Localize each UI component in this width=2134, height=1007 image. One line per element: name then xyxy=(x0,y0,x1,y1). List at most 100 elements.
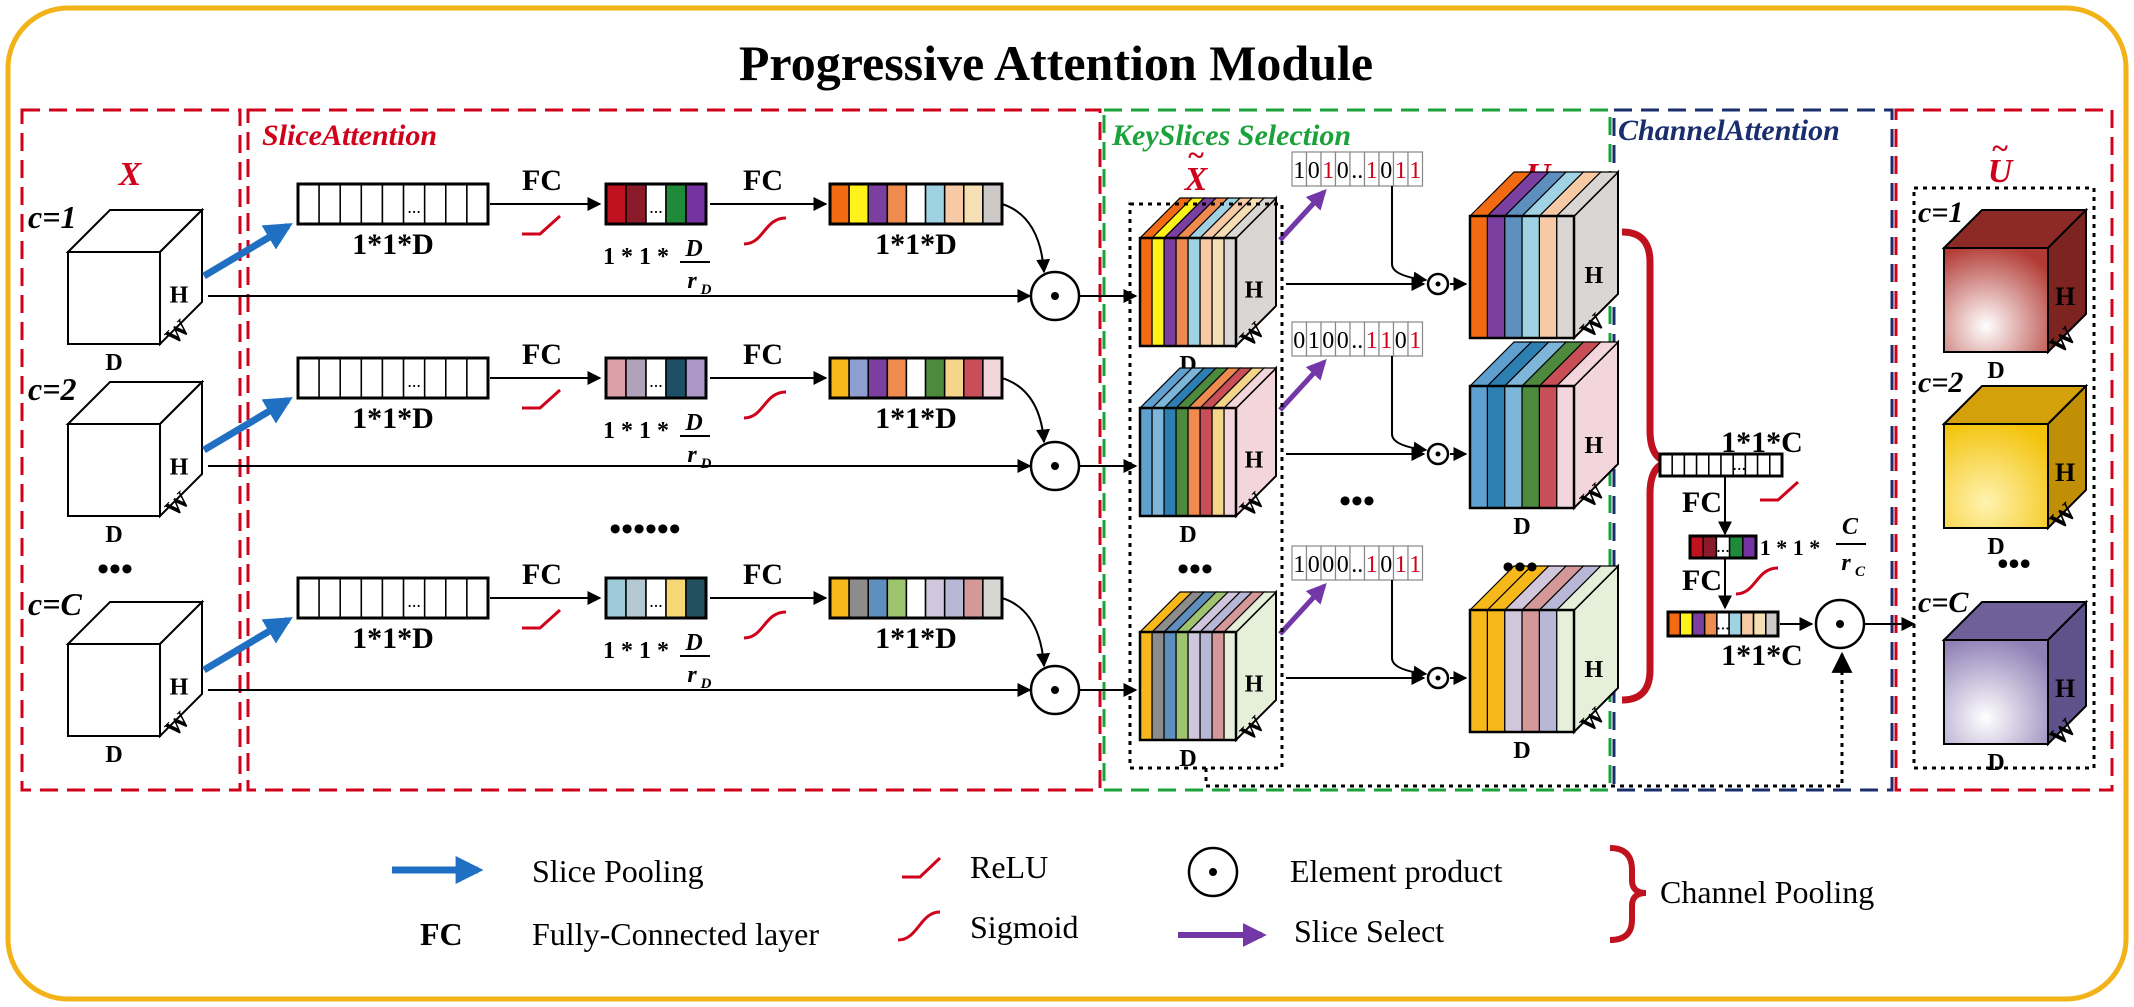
relu-icon xyxy=(522,388,562,410)
x-tilde-cube-slice xyxy=(1223,407,1237,517)
reduced-vector-frame xyxy=(604,182,708,226)
x-tilde-cube xyxy=(1138,589,1278,743)
pooled-vector-ellipsis: ... xyxy=(407,371,421,391)
reduced-vector: ... xyxy=(604,356,708,400)
pooled-vector-cell xyxy=(297,577,320,619)
c-product-dot xyxy=(1836,620,1844,628)
pooled-vector-frame xyxy=(296,576,490,620)
element-product-dot xyxy=(1051,686,1059,694)
u-cube-slice xyxy=(1521,385,1540,509)
mask-bit: 1 xyxy=(1293,552,1305,578)
c-attention-vector-cell xyxy=(1703,611,1718,637)
input-cube-2 xyxy=(65,379,205,519)
u-cube-outline xyxy=(1468,608,1576,734)
attention-vector-cell xyxy=(848,183,869,225)
legend-channel-pooling: Channel Pooling xyxy=(1660,874,1874,910)
mask-bit: 1 xyxy=(1308,328,1320,354)
reduced-vector-cell xyxy=(665,183,687,225)
c-attention-vector-cell xyxy=(1679,611,1694,637)
mask-bit: 0 xyxy=(1337,158,1349,184)
slice-select-arrow xyxy=(1278,189,1327,242)
x-tilde-cube-d: D xyxy=(1179,746,1196,772)
channel-label-1: c=1 xyxy=(28,199,76,235)
attention-vector-cell xyxy=(848,577,869,619)
u-cube-d: D xyxy=(1513,514,1530,540)
pooled-vector-cell xyxy=(381,357,405,399)
pooled-vector-label: 1*1*D xyxy=(352,228,434,261)
legend-slice-select: Slice Select xyxy=(1294,913,1444,949)
c-attention-vector-cell xyxy=(1728,611,1743,637)
legend-brace-icon xyxy=(1609,845,1647,943)
output-cube-3 xyxy=(1941,599,2089,747)
x-tilde-cube-slice xyxy=(1175,407,1189,517)
output-cube-1-d: D xyxy=(1987,358,2004,384)
reduced-prefix: 1 * 1 * xyxy=(603,418,669,444)
fc2-label: FC xyxy=(743,558,783,591)
mask-bit: 1 xyxy=(1380,328,1392,354)
fc2-label: FC xyxy=(743,164,783,197)
legend: Slice Pooling FC Fully-Connected layer R… xyxy=(392,845,1874,952)
x-tilde-cube-h: H xyxy=(1245,277,1264,303)
c-vector-cell xyxy=(1695,453,1710,477)
legend-relu: ReLU xyxy=(970,849,1048,885)
sigmoid-icon xyxy=(743,216,787,246)
reduced-vector-cell xyxy=(685,577,707,619)
rows-ellipsis: •••••• xyxy=(609,511,680,548)
pooled-vector-cell xyxy=(445,357,468,399)
outer-frame xyxy=(5,5,2129,1002)
title: Progressive Attention Module xyxy=(739,35,1373,91)
u-cube-slice xyxy=(1504,385,1523,509)
x-tilde-cube-slice xyxy=(1175,631,1189,741)
mask-bit: 0 xyxy=(1322,552,1334,578)
out-channel-label-3: c=C xyxy=(1918,586,1969,619)
pooled-vector-cell xyxy=(381,183,405,225)
output-cube-3-h: H xyxy=(2055,674,2075,703)
u-cube-slice xyxy=(1504,215,1523,339)
mask-cell xyxy=(1407,545,1424,581)
pooled-vector-cell xyxy=(466,577,489,619)
u-tilde-mark: ~ xyxy=(1992,132,2008,165)
mask-bit: 0 xyxy=(1380,158,1392,184)
channel-label-2: c=2 xyxy=(28,371,76,407)
sigmoid-icon xyxy=(743,610,787,640)
mask-bit: 0 xyxy=(1395,328,1407,354)
attention-vector-cell xyxy=(982,183,1003,225)
c-vector-cell xyxy=(1756,453,1771,477)
element-product-dot xyxy=(1051,292,1059,300)
pooled-vector: ... xyxy=(296,182,490,226)
c-fc1-label: FC xyxy=(1682,486,1722,519)
attention-vector-cell xyxy=(943,183,965,225)
pooled-vector-cell xyxy=(423,357,447,399)
x-tilde-cube-slice xyxy=(1187,631,1201,741)
u-cube-slice xyxy=(1469,609,1488,733)
input-x-label: X xyxy=(118,156,143,193)
reduced-vector-ellipsis: ... xyxy=(649,197,663,217)
fc1-label: FC xyxy=(522,338,562,371)
x-tilde-mark: ~ xyxy=(1188,139,1204,172)
pooled-vector-cell xyxy=(445,577,468,619)
input-cube-1 xyxy=(65,207,205,347)
x-tilde-cube xyxy=(1138,195,1278,349)
reduced-num: D xyxy=(684,410,702,436)
mask-bit: 0 xyxy=(1337,328,1349,354)
mask-bit: 1 xyxy=(1293,158,1305,184)
pooled-vector-cell xyxy=(360,357,384,399)
attention-vector xyxy=(828,356,1004,400)
output-cube-1 xyxy=(1941,207,2089,355)
u-ellipsis: ••• xyxy=(1502,549,1538,586)
pooled-vector-ellipsis: ... xyxy=(407,591,421,611)
x-tilde-cube-outline xyxy=(1138,406,1238,518)
mask-bit: .. xyxy=(1351,328,1363,354)
attention-vector-label: 1*1*D xyxy=(875,228,957,261)
u-cube xyxy=(1468,339,1620,511)
pooled-vector-label: 1*1*D xyxy=(352,622,434,655)
c-reduced-vector-cell xyxy=(1689,535,1704,559)
legend-relu-icon xyxy=(902,856,942,879)
u-cube-slice xyxy=(1486,609,1506,733)
slice-select-arrow xyxy=(1278,359,1327,412)
